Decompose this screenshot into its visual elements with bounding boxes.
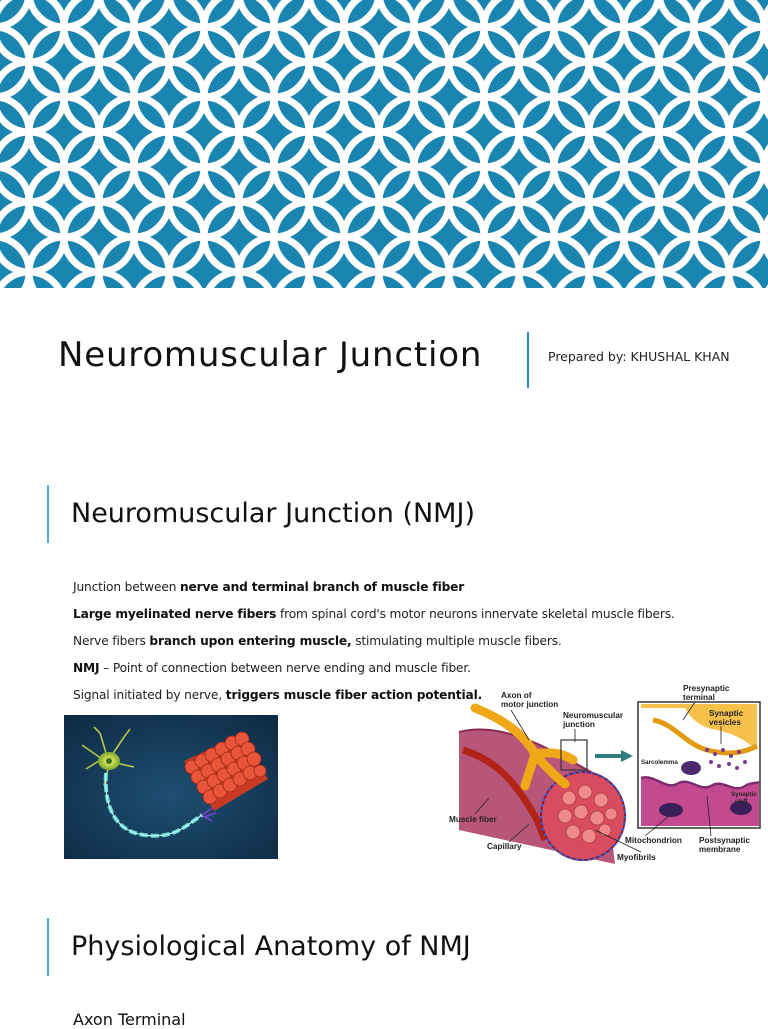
diagram-label: junction xyxy=(562,720,595,729)
diagram-label: Presynaptic xyxy=(683,684,730,693)
diagram-label: Synaptic xyxy=(731,791,757,798)
diagram-label: Capillary xyxy=(487,842,522,851)
list-item-axon-terminal: Axon Terminal xyxy=(73,1010,186,1029)
presentation-title: Neuromuscular Junction xyxy=(58,335,483,375)
diagram-label: Axon of xyxy=(501,691,532,700)
author-credit: Prepared by: KHUSHAL KHAN xyxy=(548,349,730,364)
diagram-label: Synaptic xyxy=(709,709,744,718)
diagram-label: cleft xyxy=(735,798,748,805)
diagram-label: membrane xyxy=(699,845,741,854)
decorative-pattern-band xyxy=(0,0,768,288)
diagram-label: terminal xyxy=(683,693,715,702)
diagram-label: Mitochondrion xyxy=(625,836,682,845)
bullet-item: Nerve fibers branch upon entering muscle… xyxy=(73,634,562,648)
diagram-label: Neuromuscular xyxy=(563,711,624,720)
bullet-list: Junction between nerve and terminal bran… xyxy=(73,574,675,709)
slide-accent-bar xyxy=(47,918,49,976)
nmj-anatomy-diagram: Axon of motor junction Neuromuscular jun… xyxy=(445,680,763,866)
bullet-item: Large myelinated nerve fibers from spina… xyxy=(73,607,675,621)
diagram-label: Sarcolemma xyxy=(641,759,678,766)
diagram-label: Myofibrils xyxy=(617,853,656,862)
bullet-item: NMJ – Point of connection between nerve … xyxy=(73,661,471,675)
diagram-label: vesicles xyxy=(709,718,741,727)
diagram-label: Muscle fiber xyxy=(449,815,498,824)
neuron-illustration xyxy=(64,715,278,859)
title-divider xyxy=(527,332,529,388)
diagram-label: Postsynaptic xyxy=(699,836,750,845)
slide-heading-nmj: Neuromuscular Junction (NMJ) xyxy=(71,498,475,529)
slide-accent-bar xyxy=(47,485,49,543)
bullet-item: Junction between nerve and terminal bran… xyxy=(73,580,465,594)
bullet-item: Signal initiated by nerve, triggers musc… xyxy=(73,688,483,702)
diagram-label: motor junction xyxy=(501,700,558,709)
slide-heading-anatomy: Physiological Anatomy of NMJ xyxy=(71,931,471,962)
